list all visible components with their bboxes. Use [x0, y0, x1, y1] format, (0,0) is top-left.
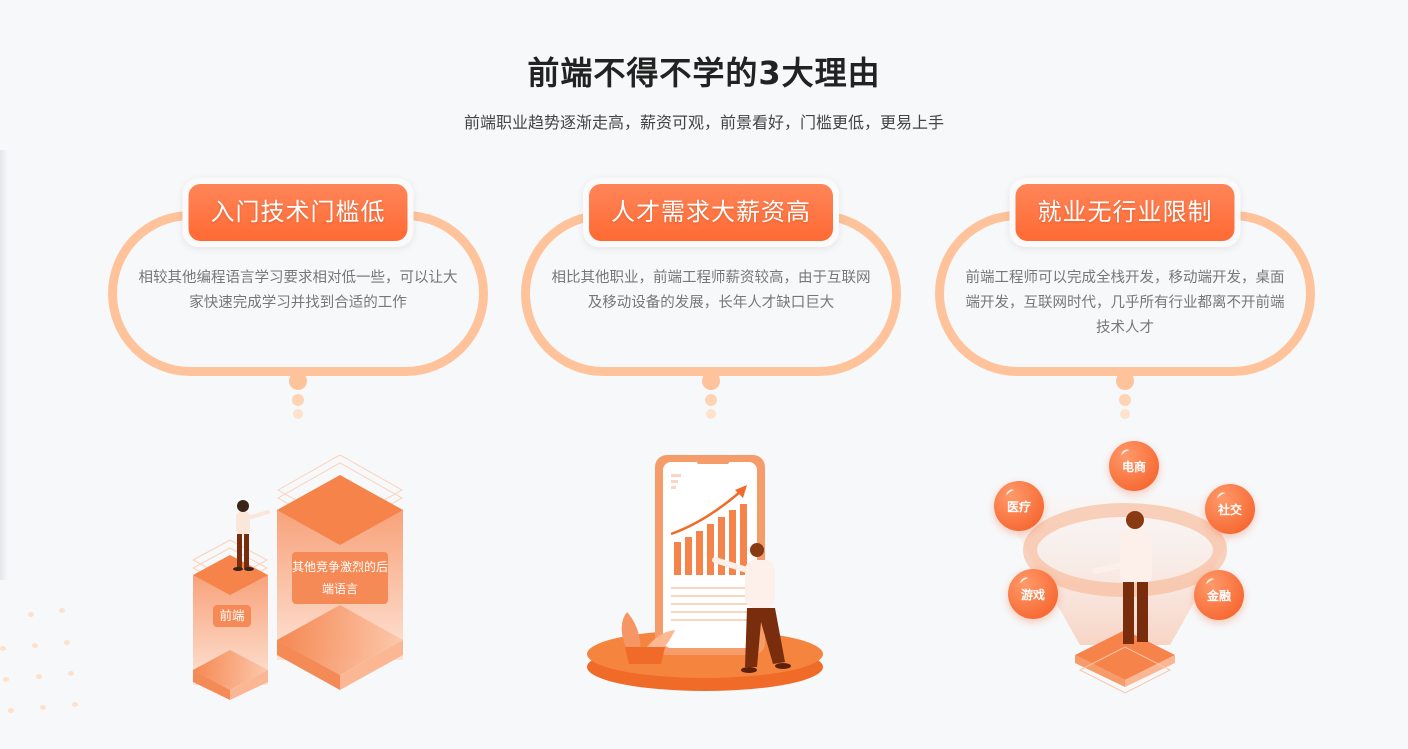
reason-description: 相比其他职业，前端工程师薪资较高，由于互联网及移动设备的发展，长年人才缺口巨大 — [551, 270, 871, 311]
reason-description: 前端工程师可以完成全栈开发，移动端开发，桌面端开发，互联网时代，几乎所有行业都离… — [965, 270, 1285, 336]
bubble-tail-dot — [702, 372, 720, 390]
bubble-tail-dot — [1119, 394, 1131, 406]
tag-medical: 医疗 — [994, 481, 1044, 531]
bubble-tail-dot — [706, 409, 716, 419]
bubble-tail-dot — [1120, 409, 1130, 419]
frontend-label: 前端 — [213, 605, 251, 627]
backend-languages-label: 其他竞争激烈的后端语言 — [292, 552, 388, 604]
tag-finance: 金融 — [1194, 570, 1244, 620]
bubble-tail-dot — [292, 394, 304, 406]
phone-growth-chart-illustration — [585, 452, 835, 702]
reason-badge: 入门技术门槛低 — [188, 184, 408, 241]
badge-frame: 人才需求大薪资高 — [583, 178, 839, 247]
reason-badge: 就业无行业限制 — [1015, 184, 1235, 241]
reason-card-2: 人才需求大薪资高 相比其他职业，前端工程师薪资较高，由于互联网及移动设备的发展，… — [521, 178, 901, 428]
page-subtitle: 前端职业趋势逐渐走高，薪资可观，前景看好，门槛更低，更易上手 — [463, 113, 944, 132]
reason-badge: 人才需求大薪资高 — [589, 184, 833, 241]
tag-ecommerce: 电商 — [1109, 441, 1159, 491]
reason-card-1: 入门技术门槛低 相较其他编程语言学习要求相对低一些，可以让大家快速完成学习并找到… — [108, 178, 488, 428]
reason-card-3: 就业无行业限制 前端工程师可以完成全栈开发，移动端开发，桌面端开发，互联网时代，… — [935, 178, 1315, 428]
isometric-blocks-illustration: 前端 其他竞争激烈的后端语言 — [180, 450, 420, 710]
badge-frame: 入门技术门槛低 — [182, 178, 414, 247]
page-title: 前端不得不学的3大理由 — [527, 54, 881, 92]
reason-description: 相较其他编程语言学习要求相对低一些，可以让大家快速完成学习并找到合适的工作 — [138, 270, 458, 311]
industries-hologram-illustration: 电商 医疗 社交 游戏 金融 — [985, 435, 1265, 710]
bubble-tail-dot — [293, 409, 303, 419]
tag-gaming: 游戏 — [1008, 569, 1058, 619]
decorative-dots — [0, 540, 90, 740]
badge-frame: 就业无行业限制 — [1009, 178, 1241, 247]
bubble-tail-dot — [289, 372, 307, 390]
left-edge-shadow — [0, 150, 8, 580]
tag-social: 社交 — [1205, 484, 1255, 534]
bubble-tail-dot — [1116, 372, 1134, 390]
bubble-tail-dot — [705, 394, 717, 406]
